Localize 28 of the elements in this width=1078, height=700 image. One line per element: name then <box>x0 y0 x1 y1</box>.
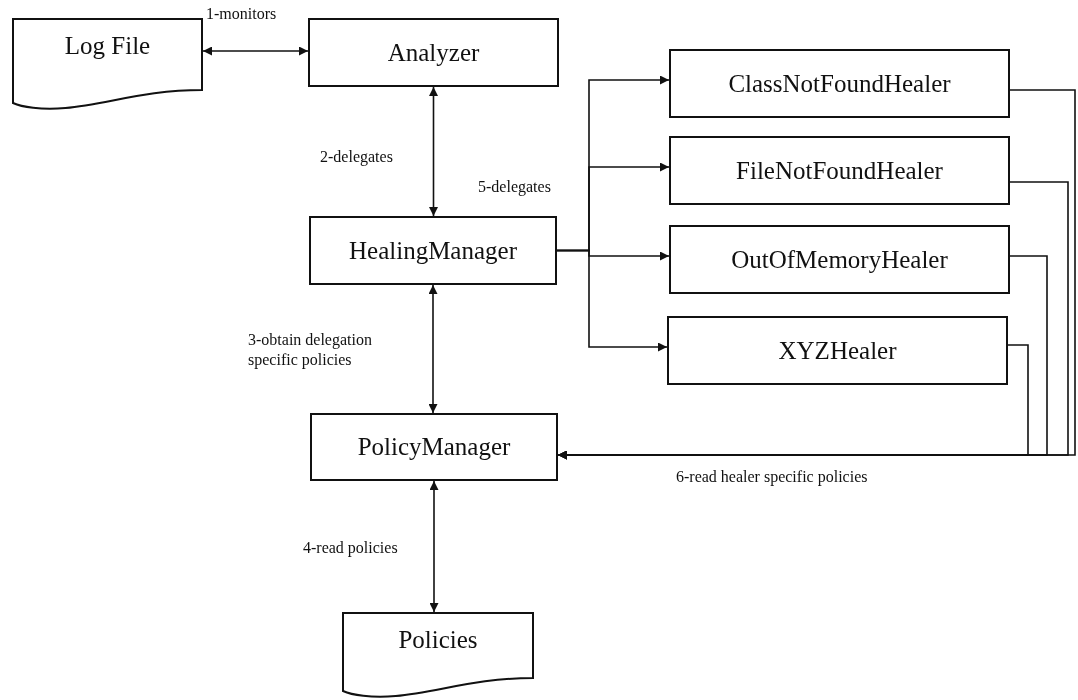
node-label: PolicyManager <box>357 433 511 461</box>
arrow <box>202 46 309 56</box>
process-box <box>309 216 557 285</box>
edge-label: 4-read policies <box>303 538 398 558</box>
process-box <box>310 413 558 481</box>
node-label: Log File <box>64 32 151 60</box>
process-box <box>669 49 1010 118</box>
node-label: HealingManager <box>349 236 517 265</box>
node-label: XYZHealer <box>778 336 897 365</box>
process-box <box>669 136 1010 205</box>
process-box <box>669 225 1010 294</box>
arrow <box>428 284 438 414</box>
node-label: OutOfMemoryHealer <box>731 245 948 274</box>
arrow <box>556 249 668 352</box>
arrow <box>429 86 438 217</box>
node-label: Analyzer <box>387 38 480 67</box>
document-shape <box>342 612 534 698</box>
edge-label: 2-delegates <box>320 147 393 167</box>
document-shape <box>12 18 203 110</box>
arrow <box>557 344 1029 460</box>
process-box <box>308 18 559 87</box>
node-label: FileNotFoundHealer <box>736 156 943 185</box>
edge-label: 6-read healer specific policies <box>676 467 868 487</box>
edge-label: 5-delegates <box>478 177 551 197</box>
process-box <box>667 316 1008 385</box>
node-label: ClassNotFoundHealer <box>728 69 951 98</box>
arrow <box>429 480 439 613</box>
node-label: Policies <box>398 626 478 654</box>
